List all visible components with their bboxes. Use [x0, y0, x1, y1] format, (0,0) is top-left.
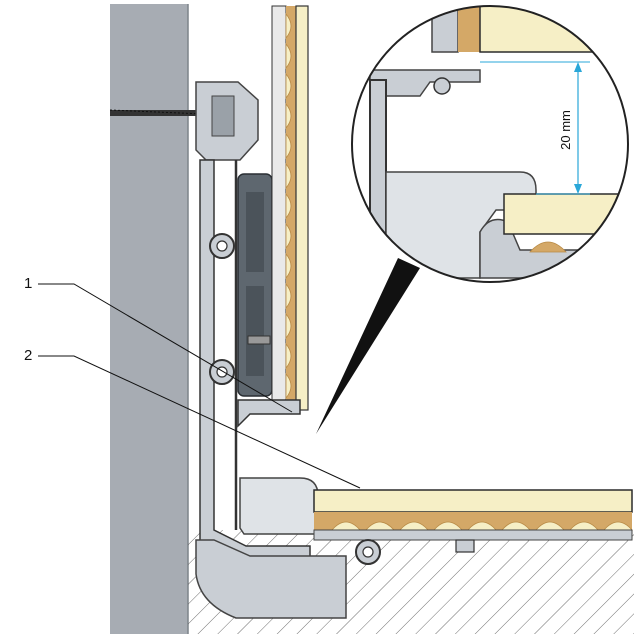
dimension-label: 20 mm: [558, 110, 573, 150]
horizontal-floor-panel: [313, 489, 633, 565]
concrete-wall: [110, 4, 189, 634]
detail-magnifier: 20 mm: [351, 5, 629, 283]
lower-panel-clip: [237, 399, 301, 428]
vertical-facade-panel: [271, 5, 309, 411]
wall-bracket: [195, 81, 259, 161]
adjustment-screw: [247, 335, 271, 345]
detail-pointer-triangle: [316, 258, 420, 434]
callout-1-label: 1: [24, 275, 33, 292]
carrier-plate: [237, 173, 273, 397]
callout-leaders: [38, 283, 361, 489]
callout-2-label: 2: [24, 347, 33, 364]
rail-connectors: [209, 233, 235, 385]
base-profile: [195, 477, 347, 619]
